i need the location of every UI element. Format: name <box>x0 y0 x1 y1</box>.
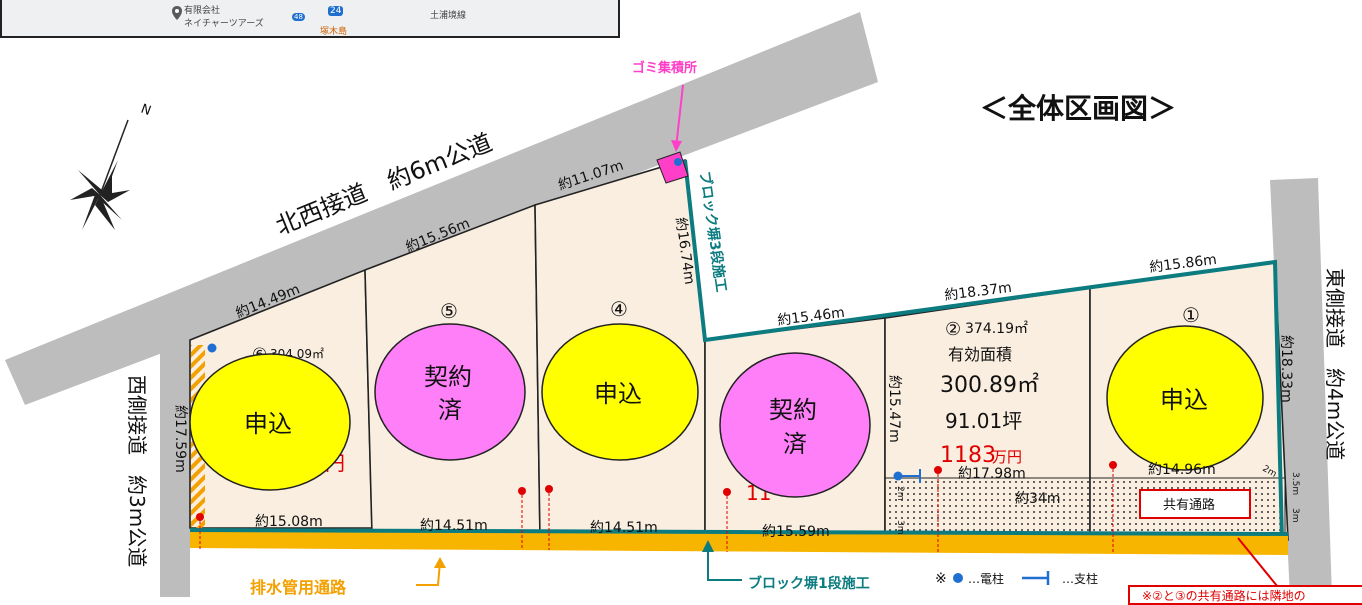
lot-1-status: 申込 <box>1106 325 1264 471</box>
red-marker <box>545 485 553 550</box>
shared-path-label: 共有通路 <box>1163 497 1215 513</box>
map-route-number: 24 <box>328 6 344 16</box>
lot-4-status-text: 申込 <box>594 380 642 408</box>
lot-5-status: 契約 済 <box>374 323 526 461</box>
lot-3-status-line1: 契約 <box>769 396 817 424</box>
dim-s-2: 約14.51m <box>420 518 488 534</box>
dim-s-3: 約14.51m <box>590 520 658 536</box>
dim-small-3m-b: 3m <box>895 520 905 535</box>
map-pin-icon <box>172 6 182 20</box>
lot-1-status-text: 申込 <box>1160 386 1208 414</box>
red-marker <box>518 487 526 550</box>
east-road-label: 東側接道 約4m公道 <box>1323 268 1347 460</box>
block-wall-1-label: ブロック塀1段施工 <box>748 575 870 592</box>
block-wall-3-line <box>683 159 1284 541</box>
lot-6-status: 申込 <box>189 353 351 491</box>
dim-east-side: 約18.33m <box>1278 335 1294 403</box>
red-marker <box>723 488 731 552</box>
lot-2-tsubo: 91.01坪 <box>945 409 1022 433</box>
pole-icon <box>893 471 903 481</box>
west-road <box>160 340 190 597</box>
dim-s-4: 約15.59m <box>762 524 830 540</box>
pole-legend-icon <box>953 573 963 583</box>
lot-4-status: 申込 <box>541 323 699 461</box>
block-wall-1-line <box>189 528 1289 536</box>
dim-small-3m: 3m <box>1290 508 1300 523</box>
west-road-label: 西側接道 約3m公道 <box>125 375 149 567</box>
map-label-company: 有限会社 <box>184 6 221 16</box>
red-marker <box>196 513 204 550</box>
lot-2-area: 374.19㎡ <box>965 321 1028 337</box>
drain-road <box>190 530 1288 555</box>
lot-2-effective-area: 300.89㎡ <box>940 372 1039 398</box>
northwest-road <box>5 12 878 405</box>
red-marker <box>1109 461 1117 552</box>
map-label-road: 土浦境線 <box>430 11 467 21</box>
dim-lot1-partial: 約14.96m <box>1148 462 1216 478</box>
pole-icon <box>207 343 217 353</box>
dim-lot2-bottom: 約17.98m <box>958 466 1026 482</box>
block-wall-3-label: ブロック塀3段施工 <box>696 170 730 293</box>
legend-support: …支柱 <box>1062 571 1098 586</box>
dim-small-3-5m: 3.5m <box>1290 472 1300 495</box>
north-label: N <box>139 102 153 119</box>
lot-2-price-unit: 万円 <box>992 448 1022 466</box>
lot-3-status-line2: 済 <box>783 430 807 458</box>
garbage-label: ゴミ集積所 <box>632 60 697 76</box>
lot-5-number: ⑤ <box>440 299 458 323</box>
page-title: ＜全体区画図＞ <box>980 92 1176 125</box>
support-legend-icon <box>1022 571 1050 585</box>
dim-west: 約17.59m <box>172 405 188 473</box>
dim-small-2m-b: 2m <box>895 486 905 501</box>
map-route-number: 48 <box>292 13 305 21</box>
lot-3-status: 契約 済 <box>719 352 871 498</box>
pole-icon <box>674 158 682 166</box>
dim-s-1: 約15.08m <box>255 514 323 530</box>
legend-mark: ※ <box>935 571 947 587</box>
location-map-inset: 有限会社 ネイチャーツアーズ 土浦境線 塚木島 24 48 <box>0 0 620 38</box>
lot-2-price: 1183 <box>940 443 996 468</box>
lot-1-number: ① <box>1182 303 1200 327</box>
dim-lot2-side: 約15.47m <box>886 375 902 443</box>
map-label-company-name: ネイチャーツアーズ <box>184 19 264 29</box>
dim-path-length: 約34m <box>1015 491 1060 507</box>
lot-2-effective-label: 有効面積 <box>948 345 1012 364</box>
lot-6-status-text: 申込 <box>244 410 292 438</box>
shared-path-note: ※②と③の共有通路には隣地の <box>1128 585 1362 605</box>
lot-5-status-line2: 済 <box>438 396 462 424</box>
compass-rose-icon: N <box>70 102 153 230</box>
map-label-place: 塚木島 <box>320 27 348 37</box>
lot-5-status-line1: 契約 <box>424 363 472 391</box>
legend-pole: …電柱 <box>968 571 1004 586</box>
lot-2-number: ② <box>945 319 961 340</box>
drain-label: 排水管用通路 <box>250 578 347 597</box>
red-marker <box>934 466 942 552</box>
lot-4-number: ④ <box>610 297 628 321</box>
